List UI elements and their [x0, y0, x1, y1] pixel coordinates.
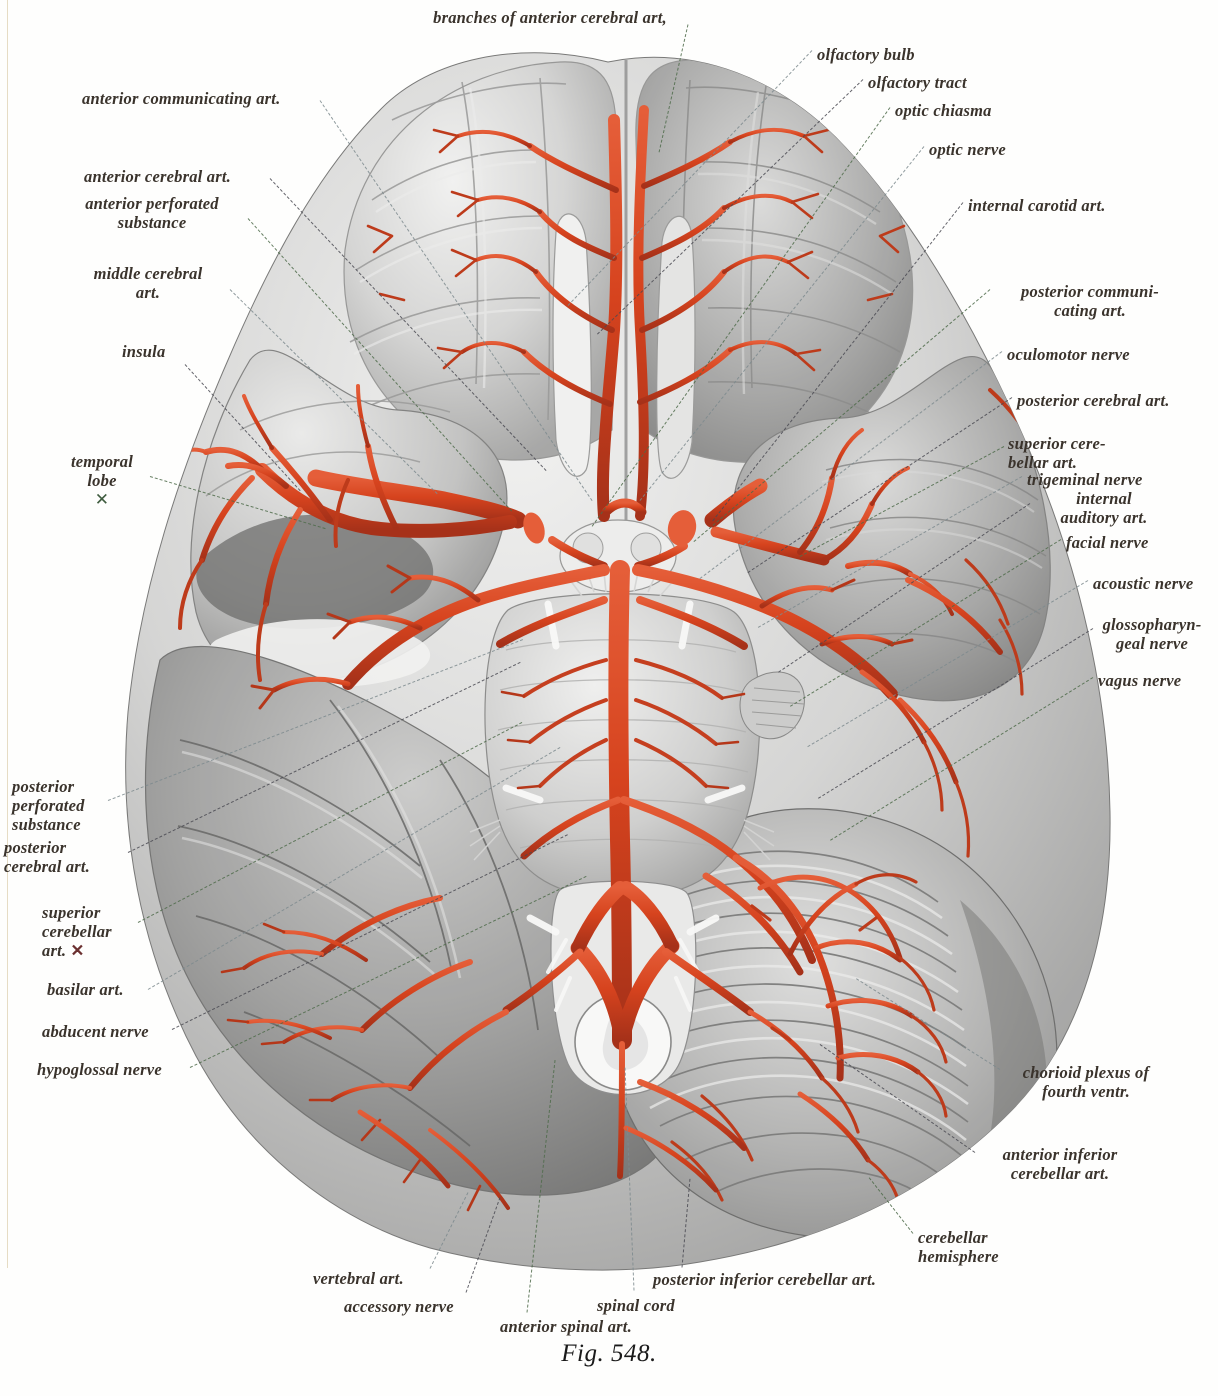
- label-line: posterior inferior cerebellar art.: [653, 1270, 877, 1289]
- page-margin-rule: [7, 0, 8, 1268]
- label-trigeminal-nerve: trigeminal nerve: [1027, 470, 1143, 489]
- temporal-lobes: [190, 349, 1051, 702]
- label-line: superior cere-: [1008, 434, 1106, 453]
- label-anterior-cerebral-art: anterior cerebral art.: [84, 167, 231, 186]
- label-posterior-inferior-cerebellar-art: posterior inferior cerebellar art.: [653, 1270, 876, 1289]
- label-line: temporal: [70, 452, 134, 471]
- label-line: posterior: [4, 838, 67, 857]
- label-spinal-cord: spinal cord: [597, 1296, 675, 1315]
- label-line: branches of anterior cerebral art,: [433, 8, 667, 27]
- label-line: geal nerve: [1115, 634, 1189, 654]
- label-line: bellar art.: [1008, 453, 1078, 473]
- label-line: accessory nerve: [344, 1297, 454, 1316]
- label-line: posterior communi-: [1021, 282, 1159, 301]
- label-line: cerebellar art.: [1010, 1164, 1110, 1184]
- label-glossopharyngeal-nerve: glossopharyn-geal nerve: [982, 615, 1218, 653]
- label-line: cating art.: [1054, 301, 1126, 321]
- label-line: hemisphere: [918, 1247, 999, 1267]
- label-line: optic nerve: [929, 140, 1006, 159]
- label-line: middle cerebral: [93, 264, 203, 283]
- label-line: oculomotor nerve: [1007, 345, 1130, 364]
- label-line: perforated: [12, 796, 85, 816]
- label-line: basilar art.: [47, 980, 124, 999]
- label-optic-chiasma: optic chiasma: [895, 101, 992, 120]
- label-anterior-spinal-art: anterior spinal art.: [500, 1317, 632, 1336]
- label-line: olfactory bulb: [817, 45, 915, 64]
- label-line: substance: [12, 815, 81, 835]
- label-line: hypoglossal nerve: [37, 1060, 162, 1079]
- label-line: posterior: [12, 777, 75, 796]
- label-facial-nerve: facial nerve: [1066, 533, 1149, 552]
- label-vertebral-art: vertebral art.: [313, 1269, 404, 1288]
- label-anterior-communicating-art: anterior communicating art.: [82, 89, 280, 108]
- label-posterior-cerebral-art-right: posterior cerebral art.: [1017, 391, 1170, 410]
- label-branches-of-anterior-cerebral-art: branches of anterior cerebral art,: [380, 8, 720, 27]
- label-line: optic chiasma: [895, 101, 992, 120]
- label-line: fourth ventr.: [1042, 1082, 1130, 1102]
- label-line: superior: [42, 903, 101, 922]
- label-optic-nerve: optic nerve: [929, 140, 1006, 159]
- label-line: art. ✕: [42, 941, 85, 961]
- label-line: anterior inferior: [1002, 1145, 1118, 1164]
- label-line: facial nerve: [1066, 533, 1149, 552]
- label-line: auditory art.: [1060, 508, 1148, 528]
- label-line: olfactory tract: [868, 73, 967, 92]
- label-internal-carotid-art: internal carotid art.: [968, 196, 1106, 215]
- label-superior-cerebellar-art-right: superior cere-bellar art.: [1008, 434, 1106, 472]
- label-vagus-nerve: vagus nerve: [1098, 671, 1181, 690]
- figure-caption: Fig. 548.: [561, 1340, 657, 1367]
- label-insula: insula: [122, 342, 165, 361]
- label-line: abducent nerve: [42, 1022, 149, 1041]
- label-line: anterior communicating art.: [82, 89, 281, 108]
- label-line: posterior cerebral art.: [1017, 391, 1170, 410]
- x-marker-icon: ✕: [66, 941, 85, 961]
- x-marker-icon: ✕: [94, 490, 110, 510]
- label-olfactory-tract: olfactory tract: [868, 73, 967, 92]
- label-line: vagus nerve: [1098, 671, 1182, 690]
- label-line: spinal cord: [597, 1296, 675, 1315]
- label-hypoglossal-nerve: hypoglossal nerve: [37, 1060, 162, 1079]
- label-line: art.: [135, 283, 161, 303]
- label-line: cerebellar: [42, 922, 112, 942]
- label-posterior-communicating-art: posterior communi-cating art.: [920, 282, 1218, 320]
- label-line: chorioid plexus of: [1022, 1063, 1150, 1082]
- label-line: internal carotid art.: [968, 196, 1106, 215]
- label-abducent-nerve: abducent nerve: [42, 1022, 149, 1041]
- label-line: glossopharyn-: [1102, 615, 1202, 634]
- label-line: insula: [122, 342, 166, 361]
- label-line: anterior perforated: [85, 194, 219, 213]
- label-line: trigeminal nerve: [1027, 470, 1143, 489]
- label-line: cerebellar: [918, 1228, 988, 1247]
- label-acoustic-nerve: acoustic nerve: [1093, 574, 1193, 593]
- label-accessory-nerve: accessory nerve: [344, 1297, 454, 1316]
- label-basilar-art: basilar art.: [47, 980, 124, 999]
- label-line: vertebral art.: [313, 1269, 404, 1288]
- label-line: internal: [1076, 489, 1132, 508]
- label-line: substance: [117, 213, 187, 233]
- label-line: lobe: [87, 471, 117, 491]
- label-line: cerebral art.: [4, 857, 91, 877]
- label-oculomotor-nerve: oculomotor nerve: [1007, 345, 1130, 364]
- label-line: anterior cerebral art.: [84, 167, 231, 186]
- label-line: acoustic nerve: [1093, 574, 1194, 593]
- label-olfactory-bulb: olfactory bulb: [817, 45, 915, 64]
- label-line: anterior spinal art.: [500, 1317, 632, 1336]
